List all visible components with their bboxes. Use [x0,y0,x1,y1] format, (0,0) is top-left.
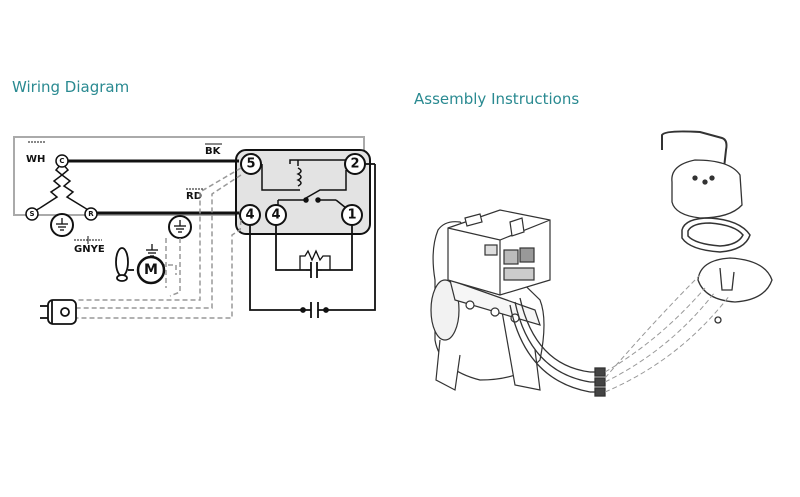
wiring-diagram-title: Wiring Diagram [12,78,130,96]
cover-gasket [681,217,751,253]
main-wires [68,159,239,215]
relay-terminal-1: 1 [341,204,363,226]
relay-cover [671,159,743,219]
svg-text:BK: BK [205,146,222,157]
svg-text:S: S [29,210,34,218]
relay-unit [447,209,551,296]
relay-terminal-4b: 4 [265,204,287,226]
cover-clip [661,130,728,169]
relay-terminal-4a: 4 [239,204,261,226]
wiring-diagram: WH BK RD C S R [13,136,376,325]
svg-text:R: R [88,210,94,218]
wire-label-bk: BK [205,143,222,157]
assembly-diagram [430,130,773,397]
motor-icon: M [136,244,166,285]
capacitor-icon [249,163,376,318]
relay-coil-icon [296,167,302,187]
ground-icon [50,213,74,237]
svg-text:RD: RD [186,191,202,202]
svg-text:C: C [59,157,64,165]
wire-label-wh: WH [26,141,46,165]
plug-icon [40,299,77,325]
svg-text:1: 1 [347,208,356,223]
compressor-windings [32,162,92,213]
svg-text:GNYE: GNYE [74,244,105,255]
relay-terminal-5: 5 [240,153,262,175]
assembly-instructions-title: Assembly Instructions [414,90,580,108]
svg-text:WH: WH [26,154,45,165]
terminal-r: R [84,207,98,221]
capacitor-icon [275,225,353,278]
svg-text:2: 2 [350,157,359,172]
wire-label-gnye: GNYE [74,236,105,255]
terminal-socket [697,257,773,324]
fan-icon [115,247,134,282]
svg-text:4: 4 [271,208,280,223]
dashed-wires [76,167,242,319]
wire-label-rd: RD [186,188,206,202]
relay-terminal-2: 2 [344,153,366,175]
terminal-c: C [55,154,69,168]
ground-icon [168,215,192,239]
terminal-s: S [25,207,39,221]
wire-harness-dashed [604,274,731,393]
svg-text:4: 4 [245,208,254,223]
svg-text:5: 5 [246,157,255,172]
wire-harness [509,297,606,397]
svg-text:M: M [144,262,158,278]
